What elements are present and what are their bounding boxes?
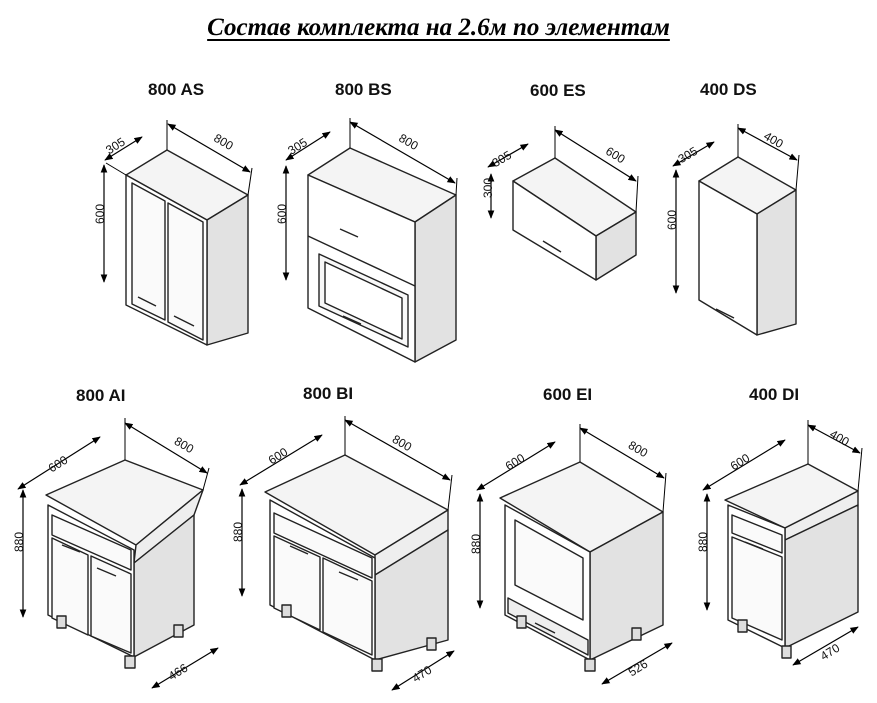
dim-height-800as: 600	[93, 204, 107, 224]
unit-label-800bi: 800 BI	[303, 384, 354, 403]
dim-height-800bs: 600	[275, 204, 289, 224]
dim-depth-600ei: 600	[503, 451, 528, 474]
cabinet-400di	[724, 463, 859, 659]
unit-label-800ai: 800 AI	[76, 386, 126, 405]
dim-height-800ai: 880	[12, 532, 26, 552]
cabinet-800bs	[307, 147, 457, 363]
dim-height-400ds: 600	[665, 210, 679, 230]
dim-width-800bs: 800	[396, 131, 421, 153]
dim-height-800bi: 880	[231, 522, 245, 542]
dim-base-600ei: 526	[626, 657, 651, 680]
unit-label-400di: 400 DI	[749, 385, 800, 404]
dim-base-800ai: 466	[166, 661, 191, 684]
page-title: Состав комплекта на 2.6м по элементам	[207, 14, 670, 41]
dim-height-600ei: 880	[469, 534, 483, 554]
dim-width-800bi: 800	[390, 432, 415, 454]
dim-width-800as: 800	[211, 131, 236, 153]
dim-width-400ds: 400	[761, 129, 786, 151]
cabinet-600es	[512, 157, 637, 281]
dim-depth-600es: 305	[490, 148, 515, 170]
dim-base-400di: 470	[818, 641, 843, 664]
unit-label-600ei: 600 EI	[543, 385, 593, 404]
dim-depth-800bs: 305	[285, 135, 310, 158]
dim-depth-800ai: 600	[46, 453, 71, 476]
cabinet-800as	[125, 149, 249, 346]
dim-height-600es: 300	[481, 178, 495, 198]
unit-label-600es: 600 ES	[530, 81, 586, 100]
cabinet-800bi	[264, 454, 449, 672]
unit-label-800bs: 800 BS	[335, 80, 392, 99]
dim-depth-800bi: 600	[266, 445, 291, 468]
unit-label-400ds: 400 DS	[700, 80, 757, 99]
dim-depth-800as: 305	[103, 134, 128, 157]
dim-depth-400di: 600	[728, 451, 753, 474]
dim-height-400di: 880	[696, 532, 710, 552]
dim-width-400di: 400	[827, 427, 852, 449]
unit-label-800as: 800 AS	[148, 80, 205, 99]
cabinet-800ai	[45, 459, 204, 669]
cabinet-400ds	[698, 156, 797, 336]
cabinet-600ei	[499, 461, 664, 672]
dim-width-800ai: 800	[172, 434, 197, 456]
